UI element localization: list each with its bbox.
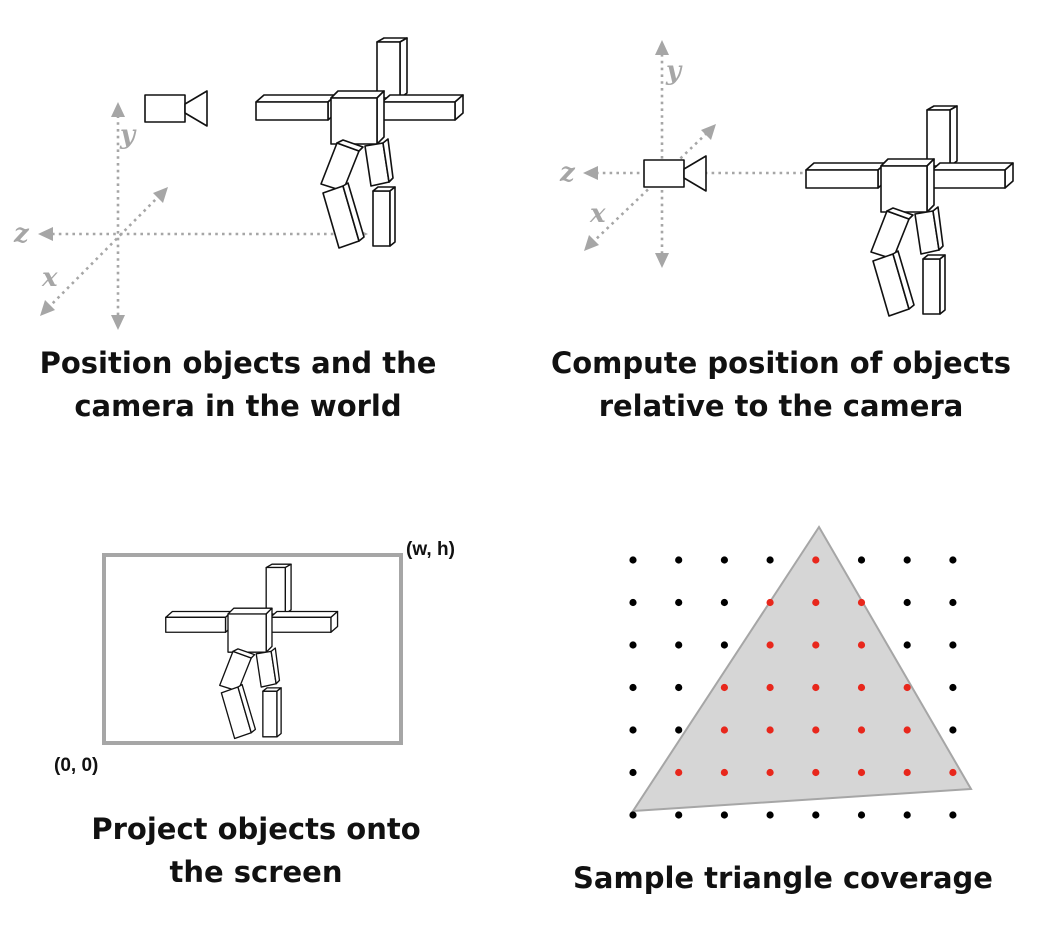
world-caption-line-2: camera in the world [74,389,402,423]
screen-frame [102,553,403,745]
sample-dot [766,556,774,564]
covered-sample-dot [766,726,774,734]
sample-grid [629,556,957,819]
camera-space-panel: y z x [559,40,1014,317]
camera-y-axis-label: y [665,56,683,86]
sample-dot [949,598,957,607]
projection-caption-line-1: Project objects onto [91,812,421,846]
sample-dot [629,811,637,819]
covered-sample-dot [812,768,820,777]
covered-sample-dot [812,726,820,734]
covered-sample-dot [857,641,866,649]
corner-label-top-right: (w, h) [406,539,455,560]
covered-sample-dot [720,726,729,734]
covered-sample-dot [720,683,729,692]
sample-dot [675,598,683,607]
sample-dot [675,726,683,734]
projection-caption-line-2: the screen [169,855,343,889]
covered-sample-dot [857,726,866,734]
covered-sample-dot [812,683,820,692]
sample-dot [629,768,637,777]
covered-sample-dot [766,683,774,692]
covered-sample-dot [812,598,820,607]
sample-dot [857,811,866,819]
camera-icon [144,90,208,127]
covered-sample-dot [812,556,820,564]
sample-dot [903,556,911,564]
sample-dot [949,683,957,692]
covered-sample-dot [812,641,820,649]
covered-sample-dot [857,683,866,692]
camera-axes: y z x [559,40,805,268]
sample-dot [675,641,683,649]
covered-sample-dot [903,768,911,777]
sample-dot [720,556,729,564]
sample-dot [629,556,637,564]
sample-dot [766,811,774,819]
sample-dot [949,641,957,649]
sample-dot [629,683,637,692]
camera-caption-line-1: Compute position of objects [550,346,1012,380]
camera-x-axis-label: x [589,199,606,229]
covered-sample-dot [766,641,774,649]
covered-sample-dot [720,768,729,777]
sample-dot [675,683,683,692]
camera-caption: Compute position of objects relative to … [551,342,1011,428]
covered-sample-dot [857,768,866,777]
sample-dot [903,641,911,649]
world-caption-line-1: Position objects and the [39,346,437,380]
world-y-axis-label: y [119,120,137,150]
camera-z-axis-label: z [559,158,576,188]
figure-icon [805,105,1014,317]
covered-sample-dot [766,598,774,607]
covered-sample-dot [675,768,683,777]
covered-sample-dot [903,683,911,692]
sample-dot [857,556,866,564]
covered-sample-dot [903,726,911,734]
sample-dot [629,598,637,607]
sample-dot [675,556,683,564]
sample-dot [949,811,957,819]
covered-sample-dot [857,598,866,607]
world-axes: y z x [13,102,368,330]
sample-dot [903,811,911,819]
sample-dot [812,811,820,819]
sample-dot [949,556,957,564]
sample-dot [903,598,911,607]
sample-dot [720,598,729,607]
triangle [631,525,973,813]
world-space-panel: y z x [13,37,464,330]
world-caption: Position objects and the camera in the w… [40,342,437,428]
sample-dot [720,811,729,819]
raster-caption-line: Sample triangle coverage [573,861,993,895]
figure-icon [165,563,339,740]
raster-panel [629,525,973,819]
sample-dot [629,641,637,649]
corner-label-bottom-left: (0, 0) [54,755,98,776]
sample-dot [949,726,957,734]
camera-icon [643,155,707,192]
covered-sample-dot [949,768,957,777]
projection-panel: (w, h) (0, 0) [54,539,455,776]
projection-caption: Project objects onto the screen [91,808,420,894]
sample-dot [675,811,683,819]
world-z-axis-label: z [13,219,30,249]
world-x-axis-label: x [41,263,58,293]
camera-caption-line-2: relative to the camera [598,389,964,423]
sample-dot [720,641,729,649]
raster-caption: Sample triangle coverage [573,857,993,900]
covered-sample-dot [766,768,774,777]
sample-dot [629,726,637,734]
figure-icon [255,37,464,249]
